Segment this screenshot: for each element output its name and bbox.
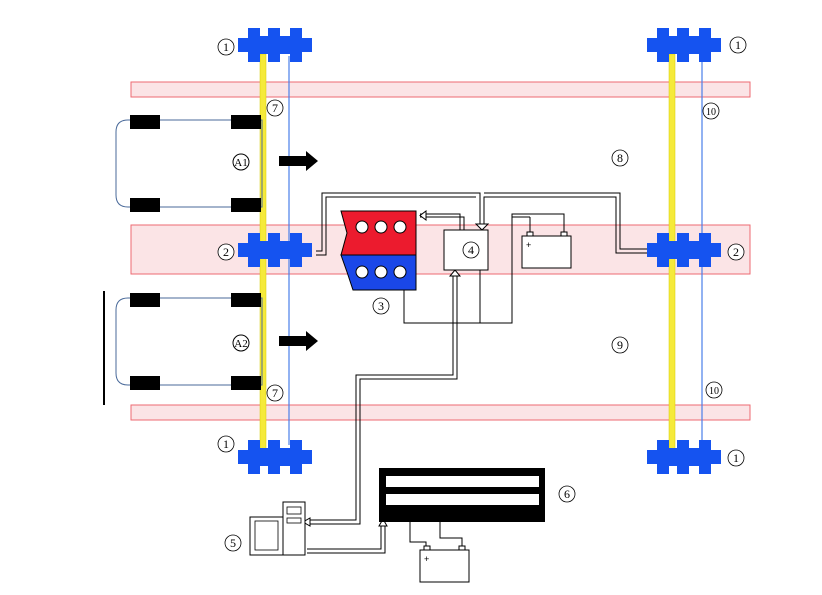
- callout-3: 3: [378, 299, 384, 313]
- wire-arrow: [378, 517, 388, 527]
- connector-bottom-right: [647, 440, 721, 474]
- display-panel: [379, 468, 545, 522]
- wheel: [130, 198, 160, 212]
- wheel: [130, 376, 160, 390]
- callout-10: 10: [709, 386, 719, 397]
- callout-2: 2: [223, 245, 229, 259]
- engine-block: [340, 210, 417, 291]
- band-bottom: [130, 404, 751, 421]
- callout-7: 7: [272, 101, 278, 115]
- callout-4: 4: [468, 243, 474, 257]
- wire-arrow: [301, 517, 311, 527]
- wheel: [231, 198, 261, 212]
- car-a2-label: A2: [234, 338, 247, 350]
- callout-1: 1: [223, 437, 229, 451]
- wiring: [307, 192, 650, 554]
- callout-6: 6: [564, 487, 570, 501]
- svg-text:+: +: [526, 240, 531, 250]
- connector-top-right: [647, 28, 721, 62]
- callout-9: 9: [617, 338, 623, 352]
- connector-mid-right: [647, 233, 721, 267]
- connector-top-left: [238, 28, 312, 62]
- computer-icon: [249, 501, 306, 556]
- wheel: [231, 293, 261, 307]
- callout-7: 7: [272, 386, 278, 400]
- wheel: [231, 115, 261, 129]
- callout-2: 2: [733, 245, 739, 259]
- arrow-right-icon: [279, 151, 318, 171]
- connector-bottom-left: [238, 440, 312, 474]
- connector-mid-left: [238, 233, 312, 267]
- callout-8: 8: [617, 151, 623, 165]
- battery-icon: +: [419, 545, 470, 583]
- wire-arrow: [448, 269, 462, 277]
- wire-arrow: [474, 223, 490, 231]
- callout-1: 1: [223, 40, 229, 54]
- wheel: [130, 115, 160, 129]
- car-a1-label: A1: [234, 157, 247, 169]
- car-a2: A2: [115, 293, 318, 390]
- arrow-right-icon: [279, 331, 318, 351]
- svg-text:+: +: [424, 554, 429, 564]
- band-top: [130, 81, 751, 98]
- wire-arrow: [419, 210, 427, 221]
- callout-10: 10: [706, 107, 716, 118]
- callouts: 1 1 1 1 2 2 3 4 5 6 7 7 8 9 10 10: [217, 36, 747, 552]
- callout-1: 1: [733, 451, 739, 465]
- battery-icon: +: [521, 231, 572, 269]
- callout-5: 5: [230, 536, 236, 550]
- callout-1: 1: [735, 38, 741, 52]
- wheel: [130, 293, 160, 307]
- car-a1: A1: [115, 115, 318, 212]
- wheel: [231, 376, 261, 390]
